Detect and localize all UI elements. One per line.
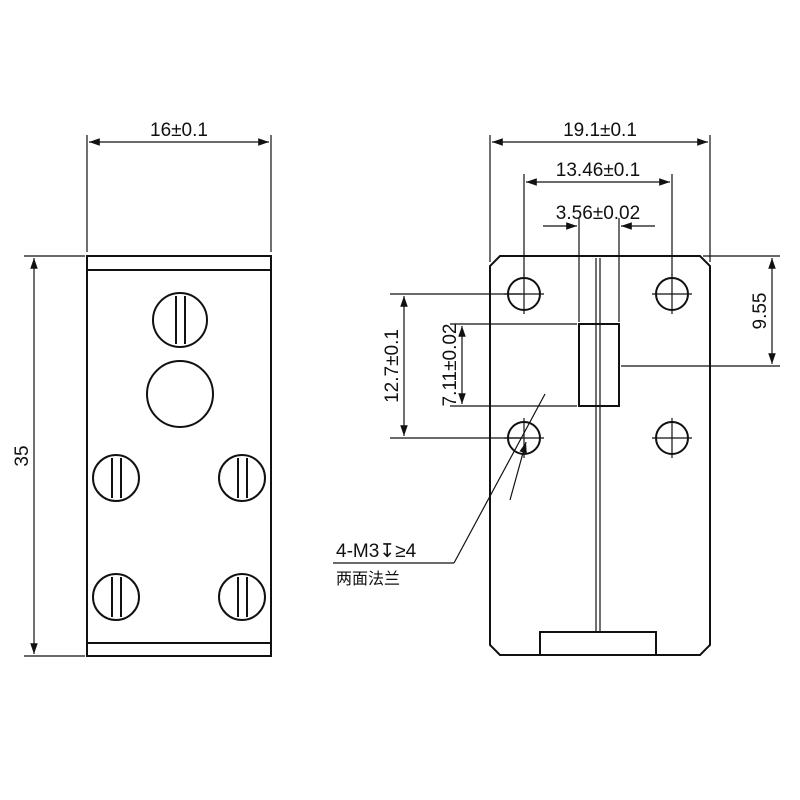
screw-head-bottom-left <box>92 573 140 621</box>
screw-head-top <box>152 292 208 348</box>
hole-spacing-h-dimension: 13.46±0.1 <box>523 160 673 276</box>
center-bore-circle <box>146 360 214 428</box>
right-view: 19.1±0.1 13.46±0.1 3.56±0.02 9.55 <box>333 120 780 656</box>
hole-spacing-v-label: 12.7±0.1 <box>382 329 403 403</box>
right-bottom-tab <box>539 631 657 656</box>
mount-hole-top-right <box>652 274 692 314</box>
left-height-dimension: 35 <box>12 255 85 657</box>
screw-head-mid-right <box>218 454 266 502</box>
slot-height-dimension: 7.11±0.02 <box>440 323 577 407</box>
screw-head-bottom-right <box>218 573 266 621</box>
right-width-dimension: 19.1±0.1 <box>489 120 711 262</box>
hole-spacing-h-label: 13.46±0.1 <box>556 160 640 181</box>
screw-head-mid-left <box>92 454 140 502</box>
hole-offset-v-dimension: 9.55 <box>621 255 780 367</box>
slot-width-dimension: 3.56±0.02 <box>543 203 655 322</box>
thread-callout-label: 4-M3↧≥4 <box>336 541 417 562</box>
mount-hole-bottom-right <box>652 418 692 458</box>
hole-spacing-v-dimension: 12.7±0.1 <box>382 293 522 439</box>
left-height-label: 35 <box>12 445 33 466</box>
slot-width-label: 3.56±0.02 <box>556 203 640 224</box>
left-width-label: 16±0.1 <box>150 120 208 141</box>
left-body-outline <box>86 255 272 657</box>
right-width-label: 19.1±0.1 <box>563 120 637 141</box>
waveguide-slot <box>578 323 620 407</box>
left-view: 16±0.1 35 <box>12 120 272 657</box>
slot-height-label: 7.11±0.02 <box>440 324 461 407</box>
thread-note-label: 两面法兰 <box>336 569 400 588</box>
hole-offset-v-label: 9.55 <box>750 293 771 330</box>
left-width-dimension: 16±0.1 <box>86 120 272 252</box>
right-body-outline <box>489 255 711 656</box>
thread-leader: 4-M3↧≥4 两面法兰 <box>333 393 546 588</box>
